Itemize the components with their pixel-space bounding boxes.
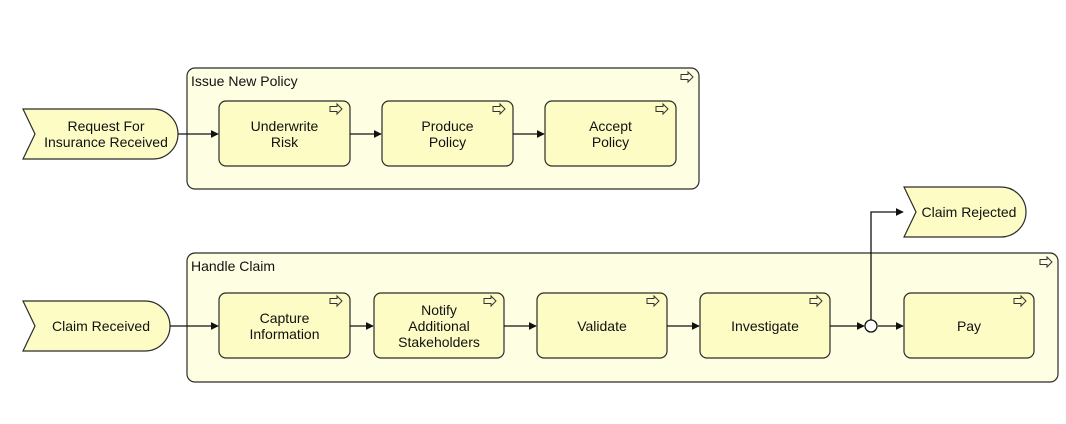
process-capture-information[interactable]: [218, 292, 351, 359]
process-produce-policy[interactable]: [381, 100, 514, 167]
group-title: Handle Claim: [191, 258, 276, 274]
event-claim-rejected[interactable]: [903, 186, 1027, 238]
process-pay[interactable]: [903, 292, 1035, 359]
flow-junction-to-claim-rejected[interactable]: [870, 208, 904, 320]
event-claim-received[interactable]: [22, 300, 171, 352]
group-title: Issue New Policy: [191, 73, 298, 89]
process-accept-policy[interactable]: [544, 100, 677, 167]
process-notify-additional-stakeholders[interactable]: [373, 292, 505, 359]
or-junction[interactable]: [864, 319, 878, 333]
process-validate[interactable]: [536, 292, 668, 359]
event-request-for-insurance-received[interactable]: [22, 108, 179, 160]
process-underwrite-risk[interactable]: [218, 100, 351, 167]
process-investigate[interactable]: [699, 292, 831, 359]
